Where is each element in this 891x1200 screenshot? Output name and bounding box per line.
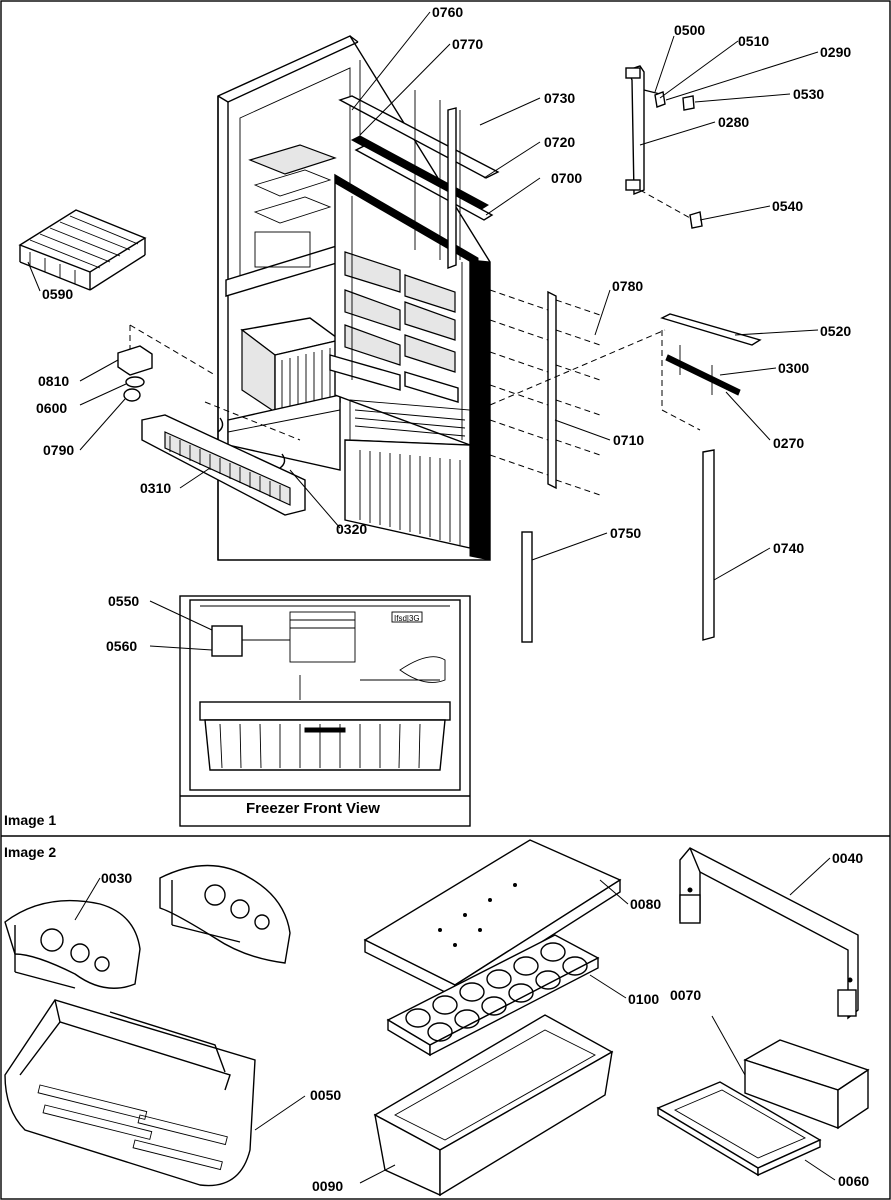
- storage-bin: [373, 1014, 614, 1197]
- part-label-0320: 0320: [336, 521, 367, 537]
- leader-lines-image2: [74, 857, 836, 1184]
- part-label-0060: 0060: [838, 1173, 869, 1189]
- part-label-0730: 0730: [544, 90, 575, 106]
- part-label-0040: 0040: [832, 850, 863, 866]
- bin-end-caps: [4, 864, 291, 989]
- part-label-0530: 0530: [793, 86, 824, 102]
- door-bin-large: [4, 999, 256, 1187]
- freezer-front-view-caption: Freezer Front View: [246, 800, 380, 817]
- part-label-0560: 0560: [106, 638, 137, 654]
- part-label-0510: 0510: [738, 33, 769, 49]
- part-label-0760: 0760: [432, 4, 463, 20]
- handle-bar: [679, 847, 859, 1020]
- toe-grille: [141, 401, 306, 516]
- part-label-0750: 0750: [610, 525, 641, 541]
- wire-shelf: [18, 209, 147, 291]
- top-hinge-assembly: [625, 65, 703, 229]
- image1-caption: Image 1: [4, 812, 56, 828]
- part-label-0590: 0590: [42, 286, 73, 302]
- freezer-label-box: Ifsd|3G: [394, 614, 420, 623]
- part-label-0070: 0070: [670, 987, 701, 1003]
- part-label-0740: 0740: [773, 540, 804, 556]
- freezer-door-front: [344, 399, 471, 549]
- top-trim-strips: [338, 60, 500, 270]
- part-label-0030: 0030: [101, 870, 132, 886]
- part-label-0280: 0280: [718, 114, 749, 130]
- roller-assembly: [117, 324, 216, 402]
- part-label-0780: 0780: [612, 278, 643, 294]
- part-label-0090: 0090: [312, 1178, 343, 1194]
- part-label-0770: 0770: [452, 36, 483, 52]
- part-label-0500: 0500: [674, 22, 705, 38]
- part-label-0050: 0050: [310, 1087, 341, 1103]
- part-label-0790: 0790: [43, 442, 74, 458]
- freezer-front-view: [179, 595, 471, 827]
- dairy-door: [743, 1039, 870, 1130]
- part-label-0550: 0550: [108, 593, 139, 609]
- part-label-0540: 0540: [772, 198, 803, 214]
- part-label-0290: 0290: [820, 44, 851, 60]
- part-label-0520: 0520: [820, 323, 851, 339]
- part-label-0700: 0700: [551, 170, 582, 186]
- part-label-0100: 0100: [628, 991, 659, 1007]
- part-label-0710: 0710: [613, 432, 644, 448]
- egg-tray: [386, 934, 600, 1057]
- image2-caption: Image 2: [4, 844, 56, 860]
- part-label-0720: 0720: [544, 134, 575, 150]
- door-seal-strip: [489, 289, 666, 496]
- leader-lines-image1: [27, 11, 819, 651]
- part-label-0310: 0310: [140, 480, 171, 496]
- part-label-0270: 0270: [773, 435, 804, 451]
- right-trim-parts: [660, 313, 762, 431]
- part-label-0810: 0810: [38, 373, 69, 389]
- part-label-0300: 0300: [778, 360, 809, 376]
- part-label-0600: 0600: [36, 400, 67, 416]
- side-strip-0740: [702, 449, 715, 641]
- left-door: [329, 173, 479, 447]
- side-strip-0750: [521, 531, 533, 643]
- butter-tray: [656, 1081, 822, 1177]
- part-label-0080: 0080: [630, 896, 661, 912]
